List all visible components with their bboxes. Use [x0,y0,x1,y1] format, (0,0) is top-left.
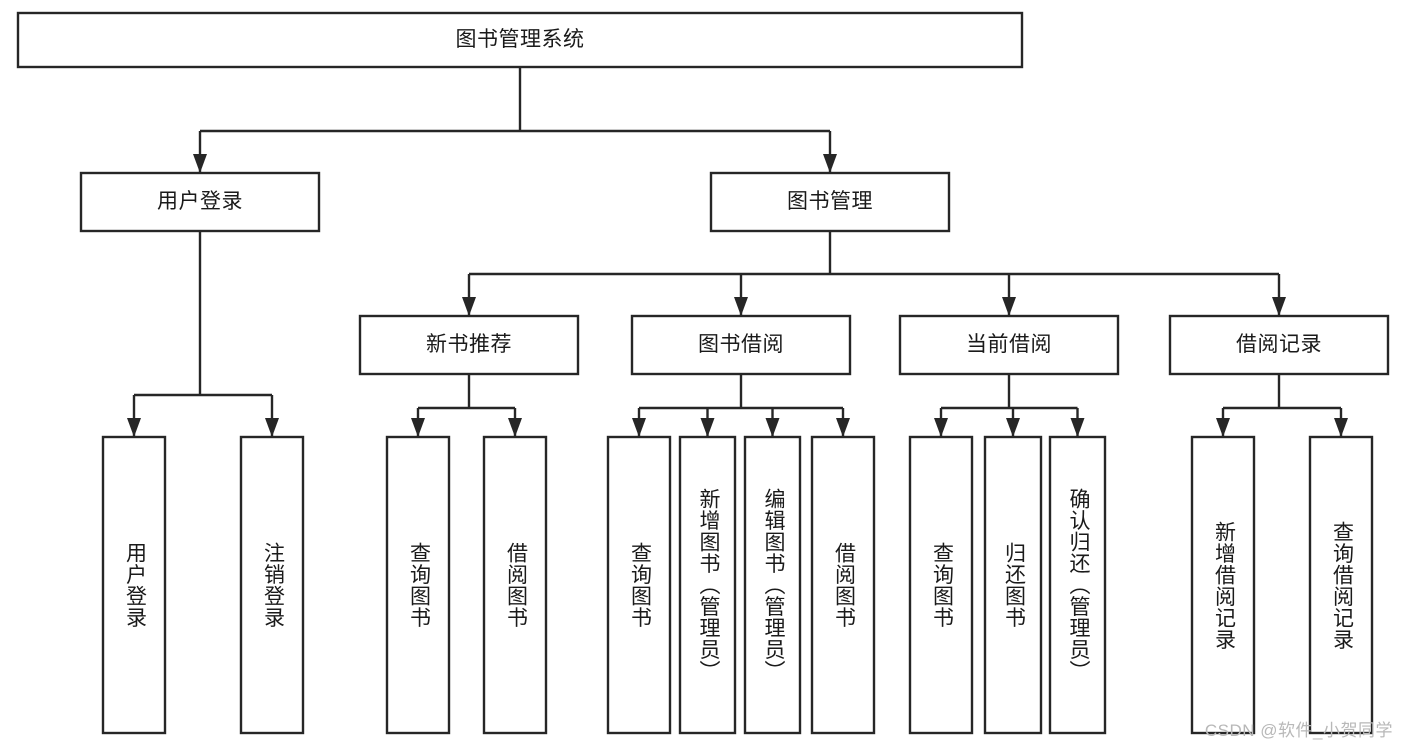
node-编辑图书管理员-leaf-box[interactable] [743,435,802,735]
node-新增借阅记录-leaf-box[interactable] [1190,435,1256,735]
node-注销登录-leaf-box[interactable] [239,435,305,735]
arrow-head-icon [127,418,141,437]
arrow-head-icon [700,418,715,437]
arrow-head-icon [934,418,948,437]
node-图书借阅-box[interactable] [630,314,852,376]
arrow-head-icon [265,418,279,437]
arrow-head-icon [508,418,522,437]
node-新增图书管理员-leaf-box[interactable] [678,435,737,735]
arrow-head-icon [462,297,476,316]
node-图书管理-box[interactable] [709,171,951,233]
node-图书管理系统-box[interactable] [16,11,1024,69]
arrow-head-icon [193,154,207,173]
arrow-head-icon [1272,297,1286,316]
node-用户登录-leaf-box[interactable] [101,435,167,735]
node-查询借阅记录-leaf-box[interactable] [1308,435,1374,735]
boxes-group [16,11,1390,735]
arrow-head-icon [1002,297,1016,316]
arrow-head-icon [1216,418,1230,437]
arrow-head-icon [1334,418,1348,437]
arrow-head-icon [823,154,837,173]
node-借阅图书-leaf-box[interactable] [810,435,876,735]
arrow-head-icon [1070,418,1085,437]
arrow-head-icon [632,418,646,437]
node-借阅图书-leaf-box[interactable] [482,435,548,735]
node-借阅记录-box[interactable] [1168,314,1390,376]
node-当前借阅-box[interactable] [898,314,1120,376]
node-用户登录-box[interactable] [79,171,321,233]
node-确认归还管理员-leaf-box[interactable] [1048,435,1107,735]
node-查询图书-leaf-box[interactable] [908,435,974,735]
node-归还图书-leaf-box[interactable] [983,435,1043,735]
arrow-head-icon [836,418,850,437]
arrow-head-icon [411,418,425,437]
edges-group [127,67,1348,437]
arrow-head-icon [1006,418,1020,437]
arrow-head-icon [734,297,748,316]
node-查询图书-leaf-box[interactable] [606,435,672,735]
arrow-head-icon [765,418,780,437]
node-查询图书-leaf-box[interactable] [385,435,451,735]
node-新书推荐-box[interactable] [358,314,580,376]
